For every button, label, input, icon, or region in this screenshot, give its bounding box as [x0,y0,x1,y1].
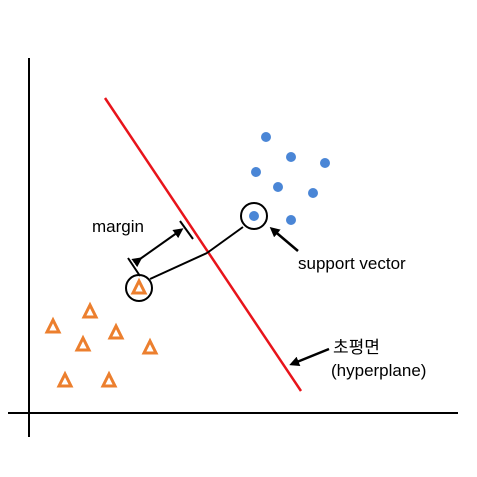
class-a-point [251,167,261,177]
hyperplane-line [103,97,303,392]
class-b-point [81,301,99,319]
margin-tick-bottom [127,257,141,277]
class-a-point [249,211,259,221]
support-vector-circle-a [240,202,268,230]
distance-line-a [206,226,244,254]
class-a-point [273,182,283,192]
hyperplane-pointer [289,347,330,367]
margin-arrow [131,228,184,268]
hyperplane-label-en: (hyperplane) [331,361,426,380]
class-b-point [100,370,118,388]
distance-line-b [149,252,208,280]
support-vector-pointer [269,227,299,252]
class-b-point [44,316,62,334]
class-a-point [261,132,271,142]
class-a-point [286,152,296,162]
class-b-points [44,277,159,388]
class-a-point [286,215,296,225]
margin-tick-top [179,220,194,240]
class-b-point [141,337,159,355]
class-b-point [74,334,92,352]
class-a-points [249,132,330,225]
hyperplane-label-ko: 초평면 [333,338,380,357]
class-b-point [56,370,74,388]
class-a-point [320,158,330,168]
margin-label: margin [92,217,144,236]
class-a-point [308,188,318,198]
support-vector-label: support vector [298,254,406,273]
class-b-point [107,322,125,340]
class-b-point [130,277,148,295]
